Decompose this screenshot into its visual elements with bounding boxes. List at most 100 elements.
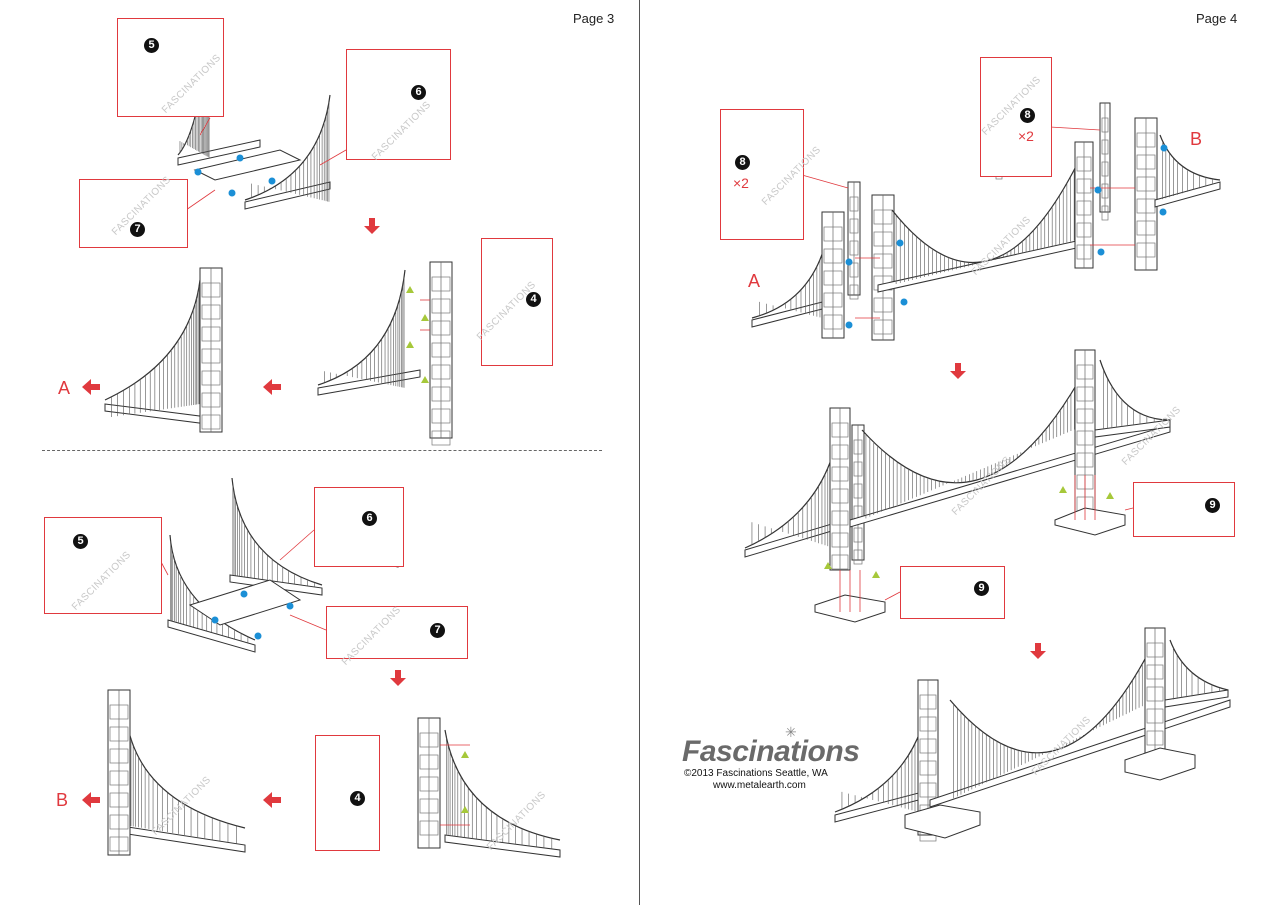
part-4-tower-window xyxy=(431,430,451,446)
tower-left-leg-window xyxy=(853,439,863,455)
final-side-span-right-cable xyxy=(1169,639,1229,691)
logo-atom-icon: ✳ xyxy=(785,724,797,740)
part-4-tower-window xyxy=(431,320,451,336)
final-tower-left-window xyxy=(919,738,937,754)
website-link[interactable]: www.metalearth.com xyxy=(713,780,806,791)
subassembly-b-tower-window xyxy=(109,704,129,720)
tower-a-window xyxy=(823,292,843,308)
part-4-tower-window xyxy=(431,276,451,292)
assembled-side-span-cable xyxy=(317,269,406,386)
part-number-7: 7 xyxy=(130,222,145,237)
tower-a-window xyxy=(823,270,843,286)
subassembly-b-span-deck xyxy=(114,824,246,853)
part-number-9: 9 xyxy=(974,581,989,596)
part-4-tower-window xyxy=(419,776,439,792)
part-6-side-span-cable xyxy=(244,94,331,201)
connection-dot xyxy=(236,154,244,162)
tower-b-front-window xyxy=(1136,132,1156,148)
guide-line xyxy=(279,529,315,561)
subassembly-b-tower-window xyxy=(109,836,129,852)
tower-a-window xyxy=(823,226,843,242)
left-arrow-icon xyxy=(82,792,100,808)
part-8-leg-window xyxy=(849,196,859,212)
down-arrow-icon xyxy=(950,363,966,379)
callout-part-4-top: 4 xyxy=(481,238,553,366)
subassembly-a-tower-window xyxy=(201,392,221,408)
final-base-left xyxy=(904,804,981,839)
final-tower-left-window xyxy=(919,716,937,732)
down-arrow-icon xyxy=(390,670,406,686)
section-divider xyxy=(42,450,602,451)
tower-left-window xyxy=(831,422,849,438)
quantity-multiplier: ×2 xyxy=(733,175,749,191)
connection-dot xyxy=(254,632,262,640)
part-number-8: 8 xyxy=(1020,108,1035,123)
guide-line xyxy=(185,189,216,211)
alignment-triangle xyxy=(421,376,429,383)
part-6-side-span-deck xyxy=(244,181,331,210)
part-4-tower-window xyxy=(431,386,451,402)
subassembly-b-tower-window xyxy=(109,726,129,742)
tower-right-window xyxy=(1076,452,1094,468)
alignment-triangle xyxy=(406,286,414,293)
part-7-road-piece xyxy=(193,149,302,181)
tower-b-front-window xyxy=(1136,176,1156,192)
subassembly-a-tower-window xyxy=(201,348,221,364)
connection-dot xyxy=(1159,208,1167,216)
base-right xyxy=(1054,507,1126,536)
main-span-deck xyxy=(849,424,1171,528)
connection-dot xyxy=(1094,186,1102,194)
tower-b-window xyxy=(1076,156,1092,172)
part-8-leg-window xyxy=(1101,205,1109,221)
part-number-6: 6 xyxy=(362,511,377,526)
quantity-multiplier: ×2 xyxy=(1018,128,1034,144)
tower-left-leg-window xyxy=(853,461,863,477)
alignment-triangle xyxy=(1059,486,1067,493)
part-8-leg-window xyxy=(849,218,859,234)
callout-part-6-bottom: 6 xyxy=(314,487,404,567)
part-8-leg-window xyxy=(849,262,859,278)
part-4-tower-window xyxy=(419,732,439,748)
tower-b-window xyxy=(1076,244,1092,260)
copyright-text: ©2013 Fascinations Seattle, WA xyxy=(684,768,828,779)
tower-left-leg-window xyxy=(853,549,863,565)
tower-left-leg-window xyxy=(853,527,863,543)
callout-part-4-bottom: 4 xyxy=(315,735,380,851)
part-number-5: 5 xyxy=(144,38,159,53)
part-4-tower-window xyxy=(419,820,439,836)
guide-line xyxy=(884,591,901,601)
part-5-span-deck xyxy=(167,619,256,653)
part-8-leg-window xyxy=(1101,117,1109,133)
part-5-span-cable xyxy=(169,534,256,641)
down-arrow-icon xyxy=(364,218,380,234)
connection-dot xyxy=(900,298,908,306)
guide-line xyxy=(319,149,347,166)
tower-b-front-window xyxy=(1136,220,1156,236)
tower-b-window xyxy=(1076,178,1092,194)
tower-a-front-window xyxy=(873,209,893,225)
left-arrow-icon xyxy=(82,379,100,395)
connection-dot xyxy=(228,189,236,197)
final-tower-left-window xyxy=(919,782,937,798)
left-arrow-icon xyxy=(263,379,281,395)
span-b-deck xyxy=(1154,181,1221,208)
final-tower-right-window xyxy=(1146,642,1164,658)
tower-left-window xyxy=(831,488,849,504)
tower-a-front-window xyxy=(873,319,893,335)
part-8-leg-window xyxy=(1101,161,1109,177)
alignment-triangle xyxy=(461,806,469,813)
guide-line xyxy=(289,614,327,631)
part-8-leg-window xyxy=(849,284,859,300)
part-5-side-span-deck xyxy=(177,139,261,166)
connection-dot xyxy=(896,239,904,247)
page-divider xyxy=(639,0,640,905)
guide-line xyxy=(1124,507,1134,511)
callout-part-9-right: 9 xyxy=(1133,482,1235,537)
assembled-side-span-deck xyxy=(444,834,561,858)
callout-part-9-left: 9 xyxy=(900,566,1005,619)
tower-b-window xyxy=(1076,200,1092,216)
subassembly-label-b: B xyxy=(56,790,69,810)
subassembly-a-span-cable xyxy=(104,279,201,401)
callout-part-5-bottom: 5 xyxy=(44,517,162,614)
